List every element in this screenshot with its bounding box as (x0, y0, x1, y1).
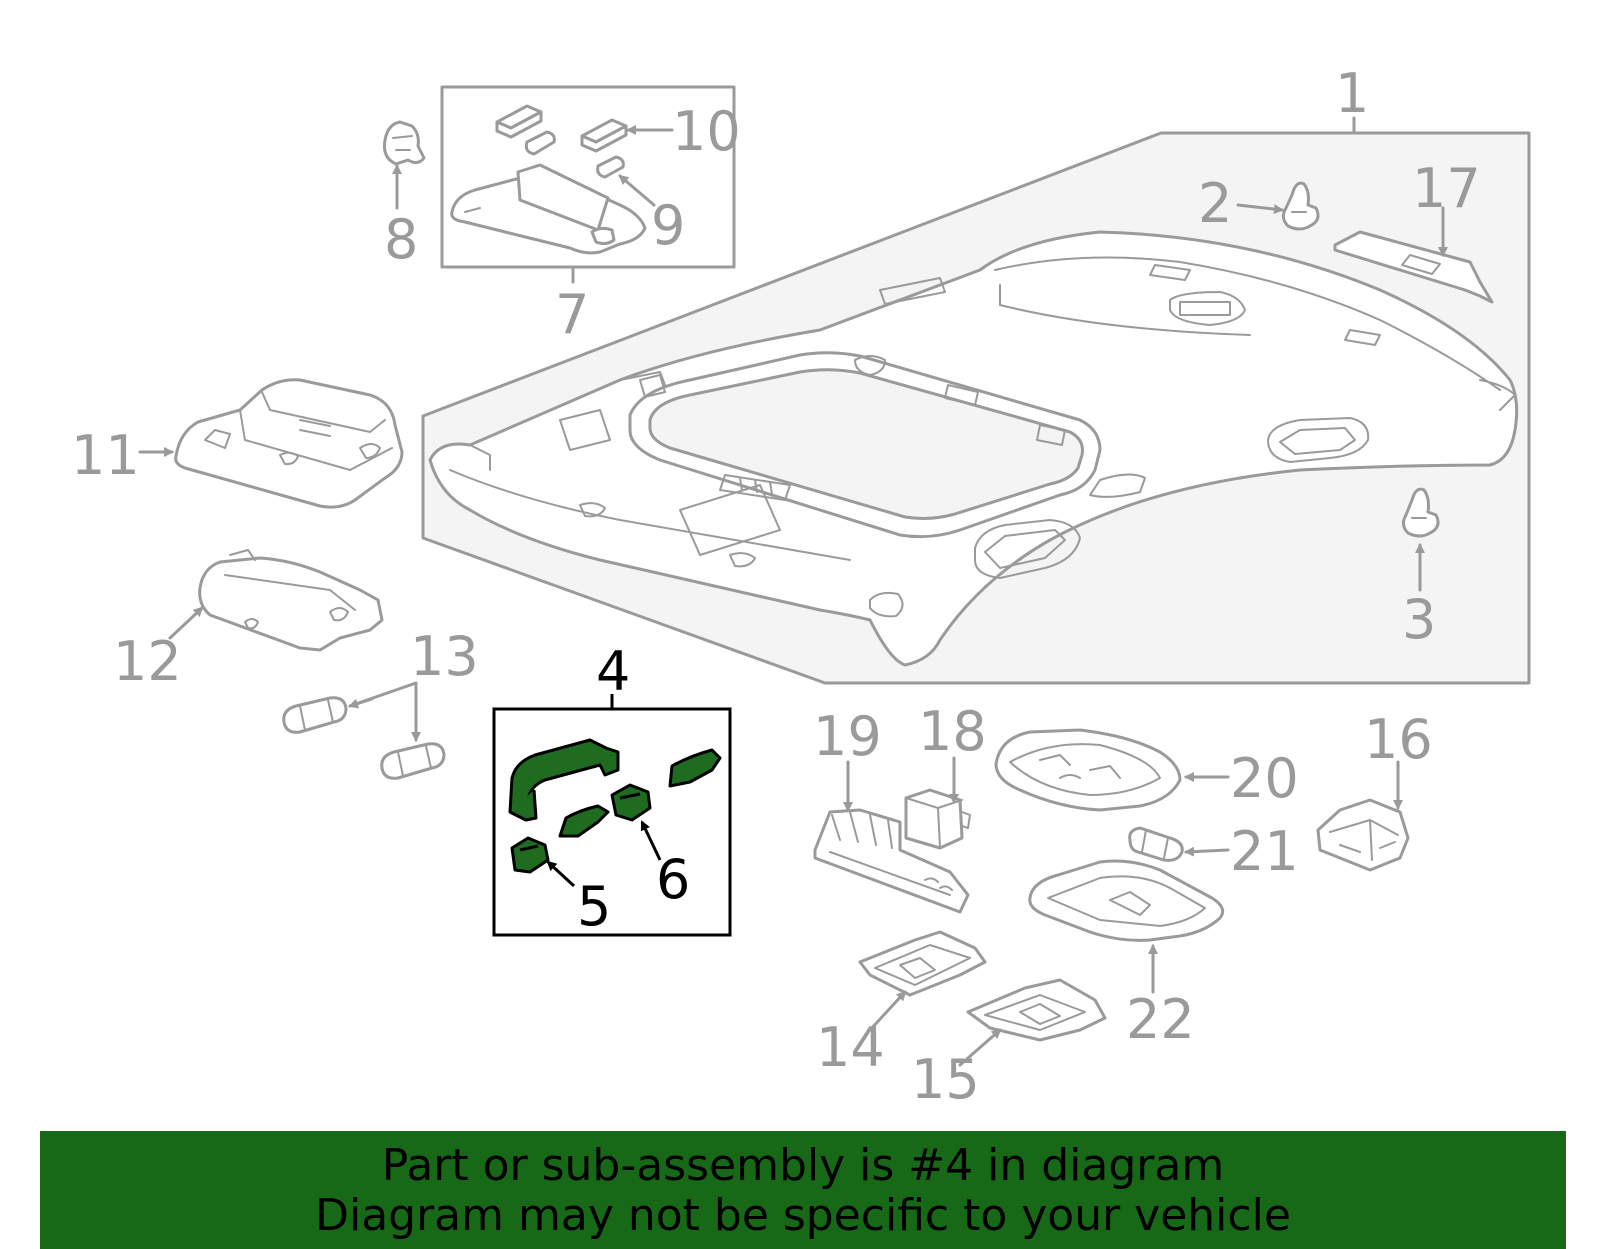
callout-14: 14 (816, 1016, 885, 1079)
leader-part-6 (640, 820, 662, 861)
leader-part-14 (868, 990, 907, 1032)
lamp-base-part-19 (813, 808, 970, 914)
callout-5: 5 (577, 875, 611, 938)
visor-pin-part-9 (524, 130, 625, 179)
banner-line-2: Diagram may not be specific to your vehi… (315, 1190, 1291, 1241)
bracket-part-17 (1333, 230, 1494, 304)
leader-part-13 (348, 681, 418, 738)
cover-part-5 (510, 836, 550, 874)
callout-20: 20 (1230, 747, 1299, 810)
headliner-part-1 (421, 131, 1531, 685)
clip-part-3 (1401, 487, 1440, 538)
sun-visor-part-7 (450, 163, 647, 255)
clip-part-2 (1281, 181, 1320, 231)
callout-15: 15 (911, 1048, 980, 1111)
callout-10: 10 (672, 100, 741, 163)
notice-banner: Part or sub-assembly is #4 in diagram Di… (40, 1131, 1566, 1249)
callout-8: 8 (384, 208, 418, 271)
callout-1: 1 (1335, 62, 1369, 125)
leader-part-12 (168, 606, 204, 640)
box-part-7 (440, 85, 736, 269)
callout-9: 9 (651, 194, 685, 257)
callout-21: 21 (1230, 820, 1299, 883)
lamp-part-16 (1316, 798, 1410, 872)
leader-part-13-a (348, 697, 374, 709)
console-part-11 (174, 378, 404, 509)
leader-part-21 (1184, 846, 1230, 857)
lens-part-15 (966, 978, 1107, 1042)
module-part-18 (904, 788, 971, 850)
callout-12: 12 (113, 630, 182, 693)
callout-3: 3 (1402, 588, 1436, 651)
bulb-part-21 (1128, 826, 1184, 862)
callout-13: 13 (410, 625, 479, 688)
map-lamp-part-20 (994, 728, 1182, 812)
lens-part-14 (858, 930, 987, 997)
callout-22: 22 (1126, 988, 1195, 1051)
callout-17: 17 (1412, 157, 1481, 220)
leader-part-9 (618, 174, 656, 207)
leader-part-2 (1236, 203, 1284, 215)
callout-2: 2 (1198, 172, 1232, 235)
callout-16: 16 (1364, 708, 1433, 771)
callout-6: 6 (656, 848, 690, 911)
callout-11: 11 (71, 424, 140, 487)
cover-part-6 (610, 783, 652, 822)
bulb-part-13 (282, 696, 446, 780)
grab-handle-part-4 (508, 738, 722, 838)
visor-clip-part-10 (495, 104, 628, 153)
callout-19: 19 (813, 705, 882, 768)
clip-part-8 (383, 120, 426, 166)
lens-part-22 (1028, 859, 1225, 942)
leader-part-5 (546, 860, 576, 888)
leader-part-15 (958, 1028, 1002, 1067)
banner-line-1: Part or sub-assembly is #4 in diagram (381, 1140, 1225, 1191)
box-part-4 (492, 707, 732, 937)
console-base-part-12 (198, 549, 384, 652)
callout-7: 7 (555, 283, 589, 346)
callout-18: 18 (918, 700, 987, 763)
callout-4: 4 (596, 640, 630, 703)
